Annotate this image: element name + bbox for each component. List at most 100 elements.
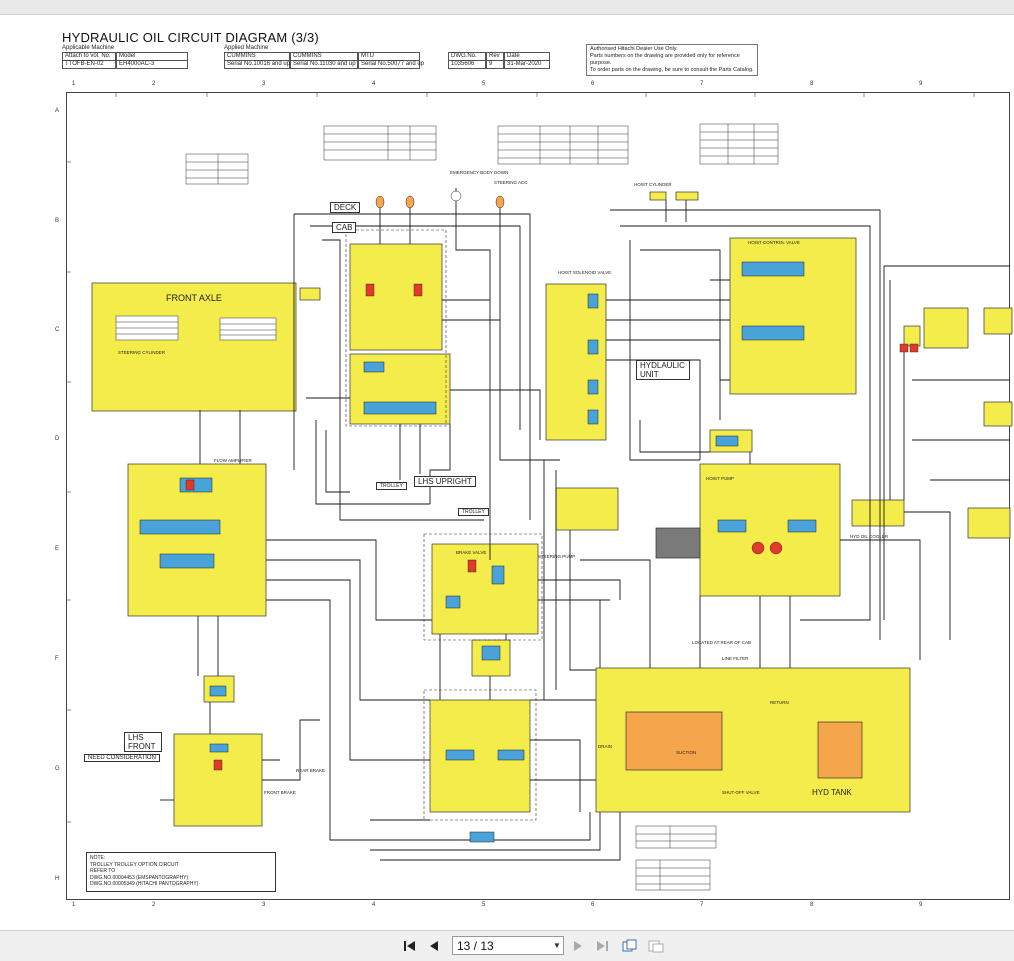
tank-body-2 — [817, 721, 863, 779]
front-axle-box — [91, 282, 297, 412]
lhs-front-label: LHS FRONT — [124, 732, 162, 752]
first-page-icon[interactable] — [400, 936, 420, 956]
applied-machine-label: Applied Machine — [224, 45, 269, 51]
grid-row: H — [55, 876, 60, 882]
grid-ticks — [66, 92, 975, 823]
grid-col: 7 — [700, 81, 704, 87]
grid-col: 9 — [919, 81, 923, 87]
attach-value: TTOFB-EN-02 — [62, 60, 116, 69]
zone-outlines — [345, 229, 543, 821]
hoist-pump-text: HOIST PUMP — [706, 476, 734, 481]
trolley-label: TROLLEY — [376, 482, 407, 490]
page-selector[interactable]: 13 / 13 ▼ — [452, 936, 564, 955]
line-filter-text: LINE FILTER — [722, 656, 749, 661]
front-axle-label: FRONT AXLE — [166, 293, 222, 303]
grid-col: 6 — [591, 81, 595, 87]
grid-col: 7 — [700, 902, 704, 908]
cooler-box — [851, 499, 905, 527]
grid-row: G — [55, 766, 60, 772]
grid-row: A — [55, 108, 60, 114]
right-comp-2 — [983, 307, 1013, 335]
prev-page-icon[interactable] — [424, 936, 444, 956]
two-page-icon[interactable] — [646, 936, 666, 956]
hoist-control-valve-text: HOIST CONTROL VALVE — [748, 240, 800, 245]
shut-off-text: SHUT-OFF VALVE — [722, 790, 760, 795]
grid-col: 3 — [262, 81, 266, 87]
grid-col: 3 — [262, 902, 266, 908]
need-consideration-label: NEED CONSIDERATION — [84, 754, 160, 762]
grid-row: C — [55, 327, 60, 333]
oil-cooler-text: HYD OIL COOLER — [850, 534, 889, 539]
notice-line: Authorised Hitachi Dealer Use Only. — [590, 46, 678, 52]
steering-cylinder-text: STEERING CYLINDER — [118, 350, 166, 355]
drain-text: DRAIN — [598, 744, 613, 749]
note-box: NOTE: TROLLEY TROLLEY OPTION CIRCUIT REF… — [86, 852, 276, 892]
last-page-icon[interactable] — [592, 936, 612, 956]
hydraulic-unit-label: HYDLAULIC UNIT — [636, 360, 690, 380]
grid-col: 1 — [72, 902, 76, 908]
chevron-down-icon: ▼ — [553, 941, 561, 950]
dealer-notice: Authorised Hitachi Dealer Use Only. Part… — [586, 44, 758, 76]
grid-row: E — [55, 546, 60, 552]
note-line: REFER TO — [90, 868, 116, 874]
pump-cover — [655, 527, 701, 559]
date-value: 31-Mar-2020 — [504, 60, 550, 69]
engine2-serial: Serial No.11030 and up — [290, 60, 358, 69]
right-comp-4 — [967, 507, 1011, 539]
rear-brake-text: REAR BRAKE — [296, 768, 326, 773]
hoist-cyl-right — [675, 191, 699, 201]
right-comp-1 — [923, 307, 969, 349]
grid-col: 5 — [482, 81, 486, 87]
hyd-tank-label: HYD TANK — [812, 788, 852, 797]
hoist-cyl-left — [649, 191, 667, 201]
note-line: DWG.NO.00004453 (EMSPANTOGRAPHY) — [90, 874, 189, 881]
hoist-control-valve-box — [729, 237, 857, 395]
dwg-value: 1035606 — [448, 60, 486, 69]
hydraulic-lines — [160, 188, 1010, 861]
hoist-solenoid-text: HOIST SOLENOID VALVE — [558, 270, 612, 275]
document-title: HYDRAULIC OIL CIRCUIT DIAGRAM (3/3) — [62, 30, 319, 45]
drawing-frame — [66, 92, 1010, 900]
engine3-serial: Serial No.50077 and up — [358, 60, 424, 69]
relief-valves — [185, 283, 919, 771]
grid-row: D — [55, 436, 60, 442]
suction-text: SUCTION — [676, 750, 697, 755]
viewer-top-edge — [0, 0, 1014, 15]
viewer-toolbar: 13 / 13 ▼ — [0, 930, 1014, 961]
emergency-text: EMERGENCY BODY DOWN — [450, 170, 509, 175]
located-cab-text: LOCATED AT REAR OF CAB — [692, 640, 752, 645]
grid-col: 8 — [810, 81, 814, 87]
fit-page-icon[interactable] — [620, 936, 640, 956]
steering-pump-text: STEERING PUMP — [538, 554, 576, 559]
hydraulic-schematic — [66, 92, 1013, 891]
flow-amplifier-text: FLOW AMPLIFIER — [214, 458, 252, 463]
right-comp-3 — [983, 401, 1013, 427]
rev-value: 9 — [486, 60, 504, 69]
cab-label: CAB — [332, 222, 357, 233]
note-title: NOTE: — [90, 855, 106, 861]
spec-tables — [115, 123, 779, 891]
valve-spools — [139, 261, 817, 843]
return-text: RETURN — [770, 700, 789, 705]
model-value: EH4000AC-3 — [116, 60, 188, 69]
accumulators — [375, 190, 505, 209]
grid-row: F — [55, 656, 59, 662]
page-number: 13 / 13 — [457, 938, 494, 953]
front-brake-text: FRONT BRAKE — [264, 790, 296, 795]
next-page-icon[interactable] — [568, 936, 588, 956]
lhs-upright-label: LHS UPRIGHT — [414, 476, 476, 487]
grid-col: 4 — [372, 902, 376, 908]
note-line: DWG.NO.00005349 (HITACHI PANTOGRAPHY) — [90, 881, 199, 887]
grid-col: 8 — [810, 902, 814, 908]
grid-col: 2 — [152, 81, 156, 87]
grid-row: B — [55, 218, 60, 224]
dummy-small-1 — [299, 287, 321, 301]
grid-col: 5 — [482, 902, 486, 908]
applicable-machine-label: Applicable Machine — [62, 45, 115, 51]
tank-body — [625, 711, 723, 771]
right-comp-5 — [903, 325, 921, 347]
brake-valve-text: BRAKE VALVE — [456, 550, 487, 555]
document-viewer: HYDRAULIC OIL CIRCUIT DIAGRAM (3/3) Appl… — [0, 0, 1014, 908]
note-line: TROLLEY TROLLEY OPTION CIRCUIT — [90, 861, 179, 868]
hoist-cylinder-text: HOIST CYLINDER — [634, 182, 672, 187]
